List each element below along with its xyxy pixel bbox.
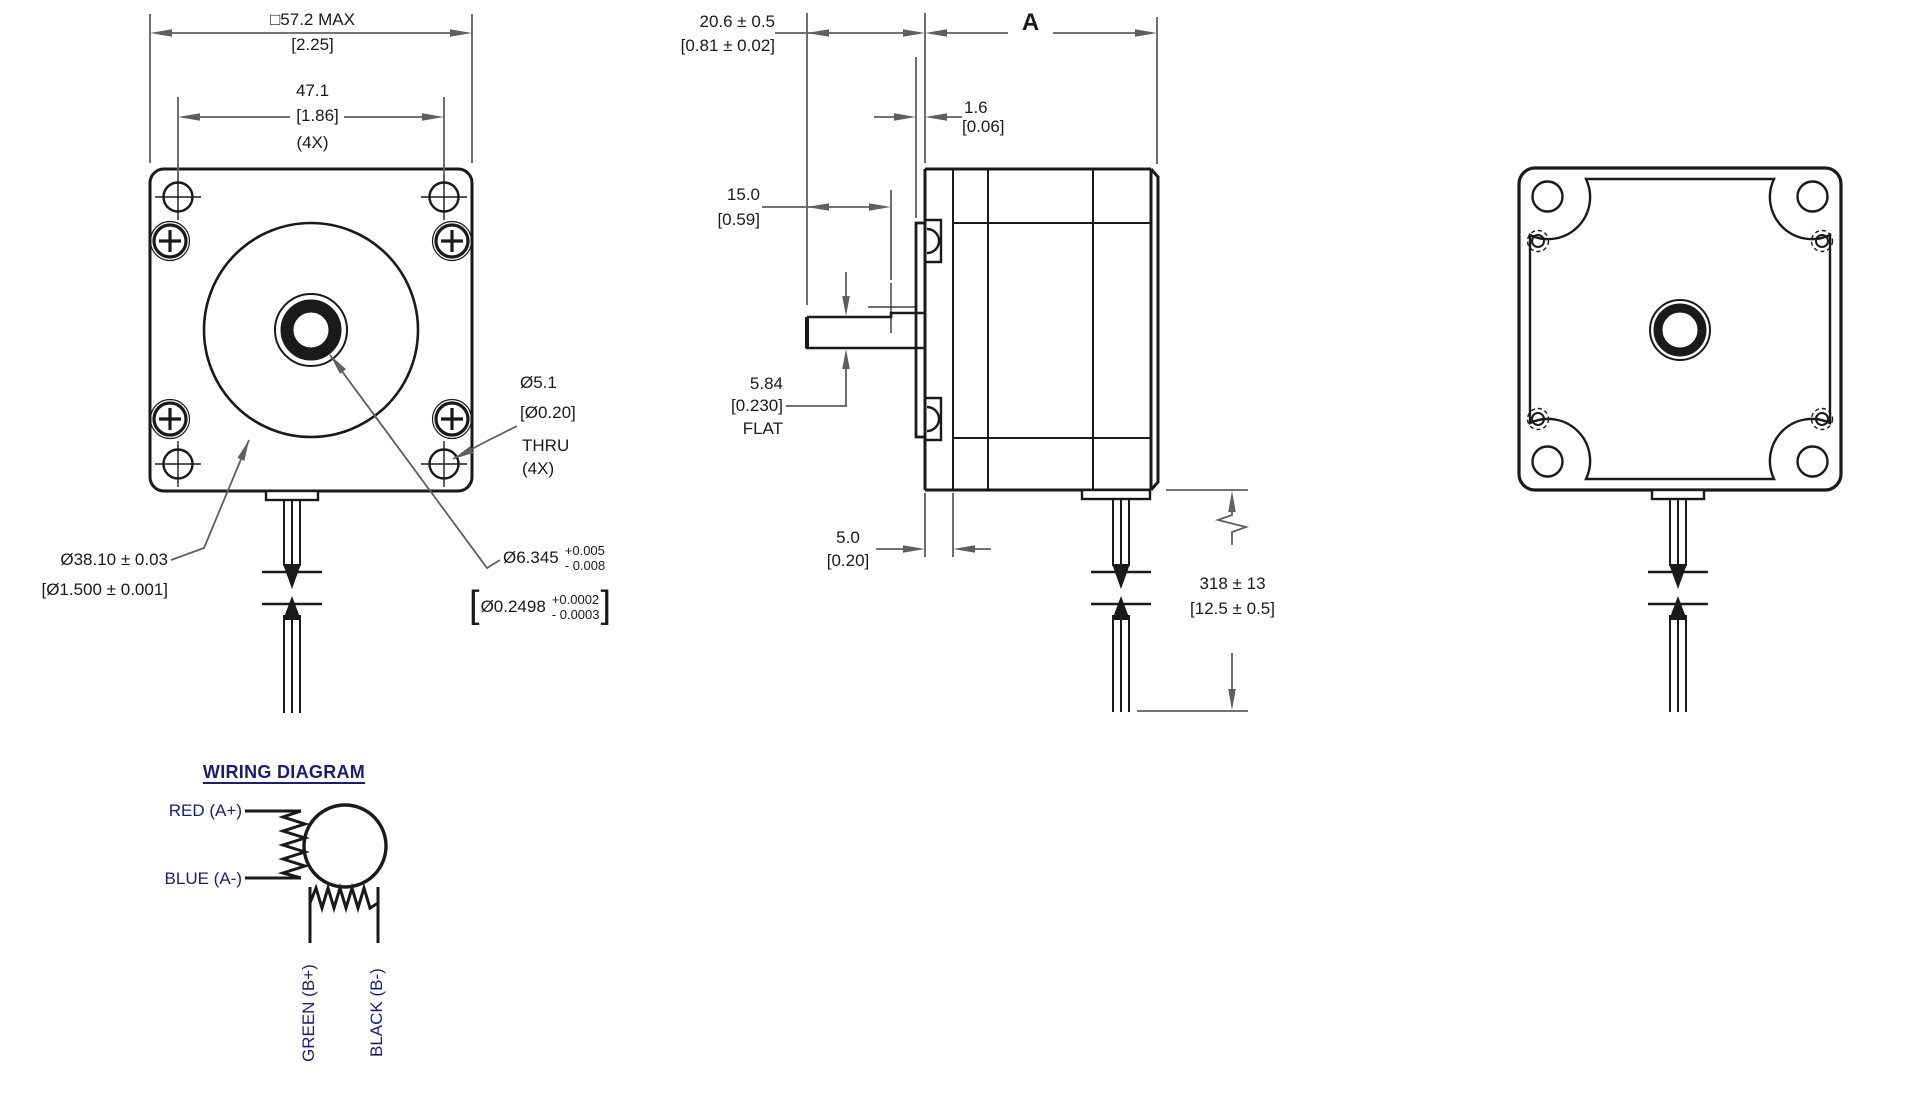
side-lead-wires bbox=[1080, 488, 1152, 712]
dim-flange-in: [0.20] bbox=[826, 551, 870, 570]
shaft-in-tol-minus: - 0.0003 bbox=[551, 607, 600, 622]
callout-hole-mm: Ø5.1 bbox=[520, 373, 557, 392]
lead-label-black-b-minus: BLACK (B-) bbox=[367, 968, 386, 1057]
side-body-outline bbox=[925, 167, 1160, 492]
callout-hole-thru: THRU bbox=[522, 436, 570, 455]
shaft-in-bracket-open: [ bbox=[469, 584, 480, 626]
side-shaft bbox=[805, 311, 925, 350]
dim-shaft-length-mm: 20.6 ± 0.5 bbox=[699, 12, 776, 31]
shaft-in-tol-plus: +0.0002 bbox=[551, 592, 600, 607]
wiring-diagram-title: WIRING DIAGRAM bbox=[202, 762, 366, 782]
dim-boss-in: [0.06] bbox=[962, 117, 1005, 136]
callout-shaft-mm: Ø6.345 +0.005 - 0.008 bbox=[503, 543, 605, 573]
ext-lines-47 bbox=[177, 97, 445, 176]
shaft-in-bracket-close: ] bbox=[600, 584, 612, 626]
front-mount-holes bbox=[155, 174, 467, 487]
dim-lead-length-in: [12.5 ± 0.5] bbox=[1190, 599, 1275, 618]
dim-front-width-mm: □57.2 MAX bbox=[270, 10, 355, 29]
ext-flange bbox=[924, 493, 954, 557]
rotor-circle bbox=[302, 803, 388, 889]
dim-shaft-length-in: [0.81 ± 0.02] bbox=[680, 36, 775, 55]
side-view bbox=[805, 167, 1160, 712]
lead-label-green-b-plus: GREEN (B+) bbox=[299, 964, 318, 1062]
front-pilot-circle bbox=[202, 221, 420, 439]
side-pilot-boss bbox=[914, 221, 925, 439]
side-dimensions bbox=[762, 13, 1250, 712]
dim-bolt-circle-mm: 47.1 bbox=[295, 81, 330, 100]
lead-label-red-a-plus: RED (A+) bbox=[168, 801, 242, 820]
shaft-mm-tol-plus: +0.005 bbox=[564, 543, 605, 558]
front-view bbox=[148, 167, 474, 713]
front-dimensions bbox=[149, 14, 518, 570]
lead-label-blue-a-minus: BLUE (A-) bbox=[164, 869, 242, 888]
dim-flat-depth-in: [0.230] bbox=[731, 396, 783, 415]
callout-pilot-in: [Ø1.500 ± 0.001] bbox=[41, 580, 168, 599]
front-shaft-boss-circle bbox=[274, 293, 348, 367]
dim-flat-length-in: [0.59] bbox=[717, 210, 760, 229]
dim-body-length-label: A bbox=[1021, 9, 1040, 36]
dim-lead-break bbox=[1214, 512, 1250, 545]
callout-shaft-in: [ Ø0.2498 +0.0002 - 0.0003 ] bbox=[468, 584, 612, 626]
callout-hole-qty: (4X) bbox=[522, 459, 555, 478]
dim-flat-word: FLAT bbox=[742, 419, 783, 438]
leader-shaft bbox=[329, 354, 501, 570]
rear-center-boss bbox=[1649, 299, 1711, 361]
dim-flange-mm: 5.0 bbox=[836, 528, 860, 547]
shaft-mm-tol-minus: - 0.008 bbox=[564, 558, 606, 573]
leader-pilot bbox=[170, 439, 250, 561]
rear-lead-wires bbox=[1648, 488, 1708, 712]
front-phillips-screws bbox=[149, 220, 473, 440]
side-corner-tangents bbox=[953, 222, 1151, 439]
ext-lines-57 bbox=[149, 14, 473, 163]
dim-bolt-circle-qty: (4X) bbox=[296, 133, 329, 152]
dim-flat-length-mm: 15.0 bbox=[726, 185, 760, 204]
rear-body-outline bbox=[1517, 166, 1843, 492]
dim-bolt-circle-in: [1.86] bbox=[296, 106, 339, 125]
wiring-diagram-schematic bbox=[245, 803, 388, 943]
rear-tie-rod-screws bbox=[1526, 229, 1834, 431]
side-ear-sections bbox=[925, 218, 943, 442]
side-flat-centermark bbox=[868, 283, 916, 333]
front-lead-wires bbox=[262, 489, 322, 713]
dim-flat-depth-mm: 5.84 bbox=[749, 374, 783, 393]
phase-a-coil bbox=[277, 809, 310, 880]
rear-endbell-outline bbox=[1528, 177, 1832, 481]
shaft-mm-value: Ø6.345 bbox=[503, 548, 559, 567]
callout-pilot-mm: Ø38.10 ± 0.03 bbox=[60, 550, 168, 569]
callout-hole-in: [Ø0.20] bbox=[520, 403, 576, 422]
dim-boss-mm: 1.6 bbox=[964, 98, 988, 117]
phase-b-coil bbox=[308, 882, 379, 914]
rear-center-ring bbox=[1653, 303, 1707, 357]
front-shaft-ring bbox=[280, 299, 342, 361]
dim-front-width-in: [2.25] bbox=[291, 35, 334, 54]
front-body-outline bbox=[148, 167, 474, 493]
side-internal-lines bbox=[952, 169, 1094, 490]
dim-584-bottom bbox=[786, 369, 847, 407]
rear-corner-holes bbox=[1531, 180, 1829, 478]
shaft-in-value: Ø0.2498 bbox=[480, 597, 546, 616]
dim-lead-length-mm: 318 ± 13 bbox=[1199, 574, 1266, 593]
rear-view bbox=[1517, 166, 1843, 712]
